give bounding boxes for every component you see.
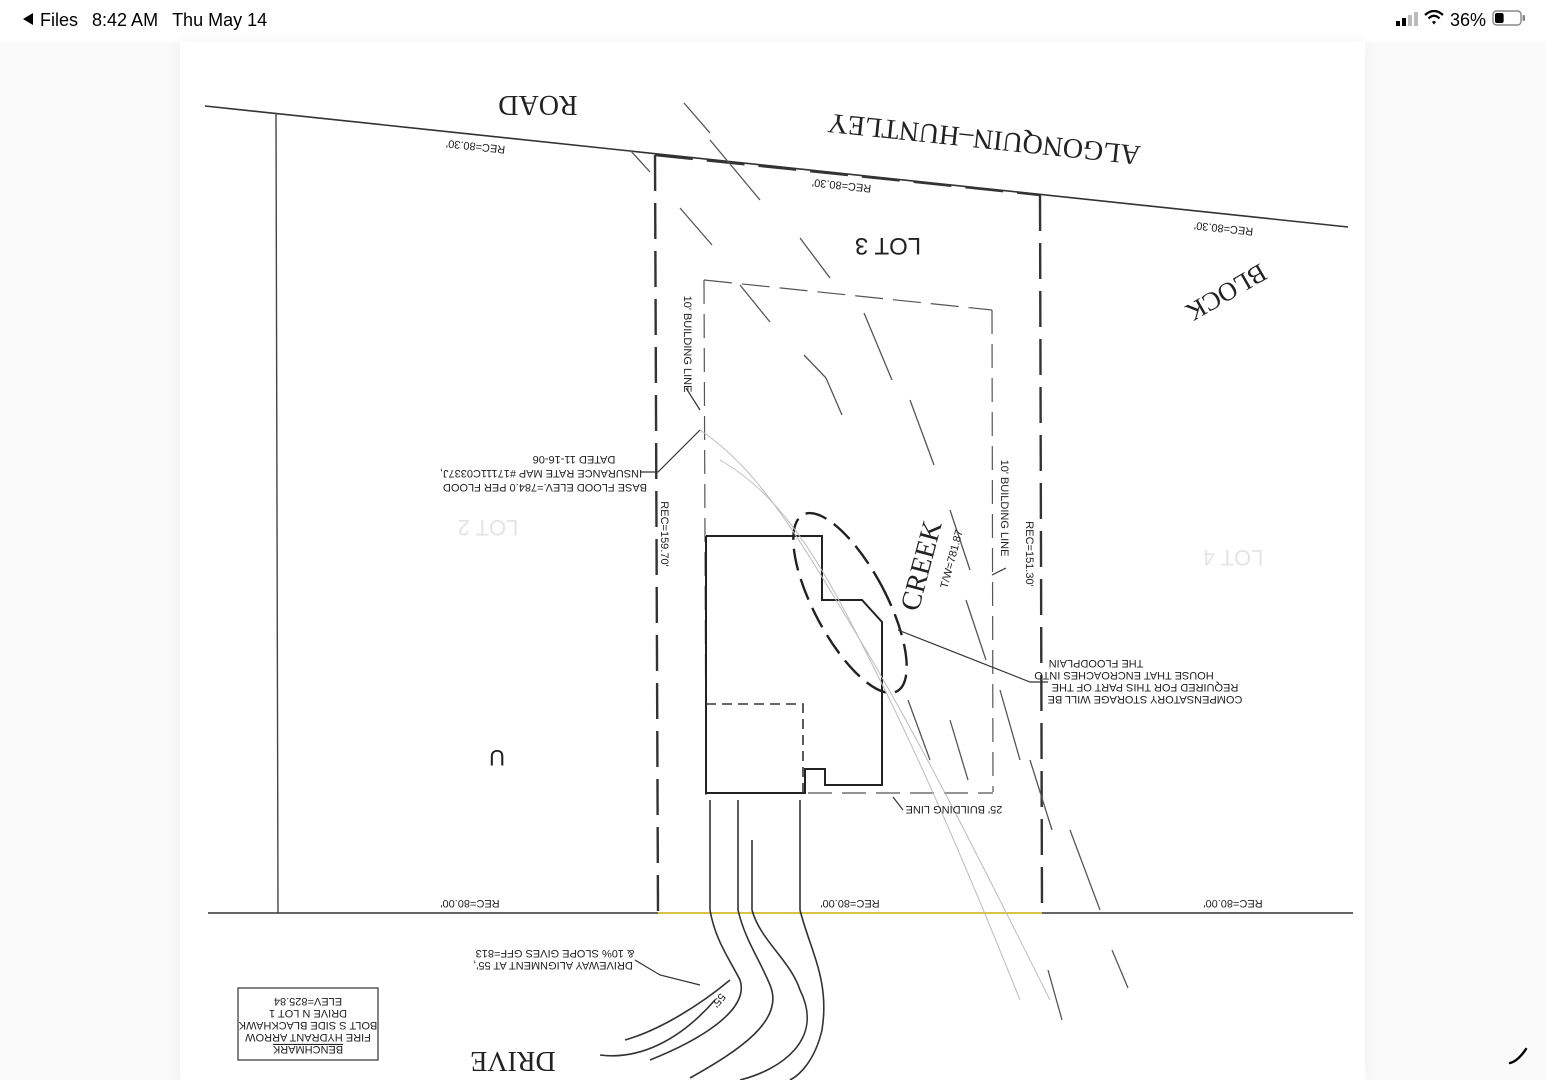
cellular-signal-icon: [1395, 10, 1418, 31]
svg-text:HOUSE THAT ENCROACHES INTO: HOUSE THAT ENCROACHES INTO: [1034, 669, 1214, 681]
lot3-label: LOT 3: [855, 232, 921, 259]
lot4-label: LOT 4: [1203, 545, 1264, 570]
svg-text:FIRE HYDRANT ARROW: FIRE HYDRANT ARROW: [245, 1031, 371, 1043]
svg-text:BOLT S SIDE BLACKHAWK: BOLT S SIDE BLACKHAWK: [238, 1019, 377, 1031]
building-line-bottom: 25' BUILDING LINE: [906, 803, 1003, 815]
rec-top-right: REC=80.30': [1194, 219, 1254, 237]
rec-top-mid: REC=80.30': [812, 176, 872, 194]
road-label: ROAD: [498, 89, 577, 120]
building-line-right: 10' BUILDING LINE: [998, 460, 1010, 557]
svg-text:& 10% SLOPE GIVES GFF=813: & 10% SLOPE GIVES GFF=813: [476, 947, 635, 959]
status-date: Thu May 14: [172, 10, 268, 30]
u-label: U: [489, 745, 505, 770]
right-margin: [1365, 42, 1546, 1080]
driveway-note: DRIVEWAY ALIGNMENT AT 55', & 10% SLOPE G…: [473, 947, 634, 971]
status-bar: Files 8:42 AM Thu May 14 36%: [0, 0, 1546, 42]
document-page[interactable]: [180, 42, 1365, 1080]
svg-text:ELEV=825.84: ELEV=825.84: [274, 995, 342, 1007]
rec-top-left: REC=80.30': [446, 137, 506, 155]
svg-text:THE FLOODPLAIN: THE FLOODPLAIN: [1049, 657, 1144, 669]
storage-note: COMPENSATORY STORAGE WILL BE REQUIRED FO…: [1034, 657, 1243, 705]
benchmark-note: BENCHMARK FIRE HYDRANT ARROW BOLT S SIDE…: [238, 995, 377, 1055]
battery-icon: [1492, 10, 1526, 31]
back-arrow-icon: [22, 10, 40, 31]
rec-right-side: REC=151.30': [1023, 521, 1035, 586]
svg-text:BASE FLOOD ELEV.=784.0 PER FLO: BASE FLOOD ELEV.=784.0 PER FLOOD: [443, 481, 647, 493]
rec-left-side: REC=159.70': [658, 501, 670, 566]
svg-text:REQUIRED FOR THIS PART OF THE: REQUIRED FOR THIS PART OF THE: [1052, 681, 1239, 693]
flood-note: BASE FLOOD ELEV.=784.0 PER FLOOD INSURAN…: [440, 453, 647, 493]
drive-label: DRIVE: [470, 1045, 556, 1076]
svg-text:DATED 11-16-06: DATED 11-16-06: [533, 453, 616, 465]
block-label: BLOCK: [1181, 258, 1272, 327]
svg-text:DRIVE N LOT 1: DRIVE N LOT 1: [269, 1007, 347, 1019]
status-time: 8:42 AM: [92, 10, 159, 30]
wifi-icon: [1424, 9, 1444, 31]
left-margin: [0, 42, 180, 1080]
rec-bottom-right: REC=80.00': [1203, 897, 1262, 909]
svg-text:COMPENSATORY STORAGE WILL BE: COMPENSATORY STORAGE WILL BE: [1048, 693, 1243, 705]
rec-bottom-left: REC=80.00': [440, 897, 499, 909]
back-label: Files: [40, 10, 79, 30]
markup-pen-icon[interactable]: [1506, 1043, 1530, 1072]
plan-labels: ROAD ALGONQUIN–HUNTLEY BLOCK DRIVE LOT 3…: [238, 89, 1272, 1076]
svg-text:DRIVEWAY ALIGNMENT AT 55',: DRIVEWAY ALIGNMENT AT 55',: [473, 959, 633, 971]
back-to-files-button[interactable]: Files: [22, 10, 78, 31]
svg-text:BENCHMARK: BENCHMARK: [272, 1043, 343, 1055]
street-name-label: ALGONQUIN–HUNTLEY: [826, 107, 1142, 171]
battery-percent: 36%: [1449, 10, 1486, 30]
svg-text:INSURANCE RATE MAP #17111C0337: INSURANCE RATE MAP #17111C0337J,: [440, 467, 642, 479]
building-line-left: 10' BUILDING LINE: [681, 296, 693, 393]
creek-label: CREEK: [895, 517, 949, 614]
lot2-label: LOT 2: [458, 515, 519, 540]
rec-bottom-mid: REC=80.00': [820, 897, 879, 909]
